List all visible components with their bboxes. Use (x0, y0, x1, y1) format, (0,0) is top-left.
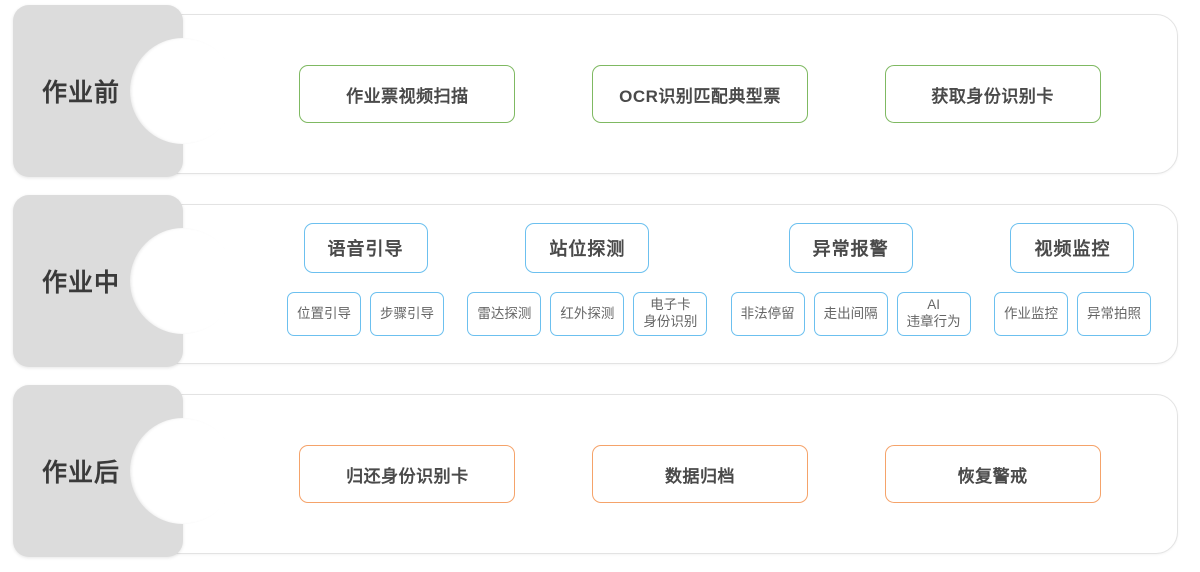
sub-line: 红外探测 (560, 305, 615, 321)
phase-panel-before: 作业票视频扫描 OCR识别匹配典型票 获取身份识别卡 (100, 14, 1178, 174)
sub-line: 非法停留 (740, 305, 795, 321)
sub-line: AI (927, 297, 941, 313)
group-main-video-surveillance[interactable]: 视频监控 (1010, 223, 1135, 273)
sub-box-ai-violation[interactable]: AI 违章行为 (896, 292, 971, 336)
sub-line: 身份识别 (643, 314, 698, 329)
sub-line: 雷达探测 (477, 305, 532, 321)
phase-row-during: 语音引导 位置引导 步骤引导 站位探测 雷达 (0, 195, 1200, 367)
item-box-after-2[interactable]: 数据归档 (591, 445, 808, 503)
phase-label-during: 作业中 (41, 269, 120, 297)
item-box-before-3[interactable]: 获取身份识别卡 (884, 65, 1101, 123)
sub-box-illegal-stay[interactable]: 非法停留 (730, 292, 805, 336)
item-list-after: 归还身份识别卡 数据归档 恢复警戒 (261, 445, 1139, 503)
sub-line: 步骤引导 (380, 305, 434, 321)
phase-label-after: 作业后 (41, 459, 120, 487)
notch-cutout-icon (130, 228, 236, 334)
sub-box-ecard-identity[interactable]: 电子卡 身份识别 (633, 292, 708, 336)
item-box-after-3[interactable]: 恢复警戒 (884, 445, 1101, 503)
sub-box-radar-detection[interactable]: 雷达探测 (467, 292, 542, 336)
sub-box-leaving-interval[interactable]: 走出间隔 (813, 292, 888, 336)
group-abnormal-alarm: 异常报警 非法停留 走出间隔 AI 违章行为 (730, 223, 971, 336)
phase-panel-during: 语音引导 位置引导 步骤引导 站位探测 雷达 (100, 204, 1178, 364)
item-box-before-2[interactable]: OCR识别匹配典型票 (591, 65, 808, 123)
sub-box-abnormal-photo[interactable]: 异常拍照 (1076, 292, 1151, 336)
sub-list-abnormal-alarm: 非法停留 走出间隔 AI 违章行为 (730, 292, 971, 336)
sub-list-video-surveillance: 作业监控 异常拍照 (993, 292, 1151, 336)
sub-list-voice-guidance: 位置引导 步骤引导 (287, 292, 444, 336)
group-main-position-detection[interactable]: 站位探测 (525, 223, 650, 273)
item-box-after-1[interactable]: 归还身份识别卡 (299, 445, 516, 503)
phase-label-tab-after: 作业后 (13, 385, 236, 557)
group-video-surveillance: 视频监控 作业监控 异常拍照 (993, 223, 1151, 336)
sub-line: 作业监控 (1003, 305, 1058, 321)
sub-line: 走出间隔 (823, 305, 878, 321)
phase-panel-after: 归还身份识别卡 数据归档 恢复警戒 (100, 394, 1178, 554)
phase-label-tab-during: 作业中 (13, 195, 236, 367)
group-position-detection: 站位探测 雷达探测 红外探测 电子卡 身份识别 (467, 223, 708, 336)
sub-box-position-guidance[interactable]: 位置引导 (287, 292, 361, 336)
phase-row-after: 归还身份识别卡 数据归档 恢复警戒 作业后 (0, 385, 1200, 557)
group-main-abnormal-alarm[interactable]: 异常报警 (788, 223, 913, 273)
notch-cutout-icon (130, 38, 236, 144)
sub-line: 违章行为 (906, 314, 961, 329)
item-box-before-1[interactable]: 作业票视频扫描 (299, 65, 516, 123)
group-main-voice-guidance[interactable]: 语音引导 (303, 223, 428, 273)
phase-row-before: 作业票视频扫描 OCR识别匹配典型票 获取身份识别卡 作业前 (0, 5, 1200, 177)
sub-box-infrared-detection[interactable]: 红外探测 (550, 292, 625, 336)
sub-line: 异常拍照 (1086, 305, 1141, 321)
phase-label-tab-before: 作业前 (13, 5, 236, 177)
item-list-before: 作业票视频扫描 OCR识别匹配典型票 获取身份识别卡 (261, 65, 1139, 123)
sub-box-step-guidance[interactable]: 步骤引导 (370, 292, 444, 336)
sub-line: 电子卡 (650, 297, 691, 313)
sub-line: 位置引导 (297, 305, 351, 321)
phase-label-before: 作业前 (41, 79, 120, 107)
notch-cutout-icon (130, 418, 236, 524)
sub-list-position-detection: 雷达探测 红外探测 电子卡 身份识别 (467, 292, 708, 336)
group-list-during: 语音引导 位置引导 步骤引导 站位探测 雷达 (287, 223, 1151, 349)
group-voice-guidance: 语音引导 位置引导 步骤引导 (287, 223, 444, 336)
sub-box-work-monitoring[interactable]: 作业监控 (993, 292, 1068, 336)
